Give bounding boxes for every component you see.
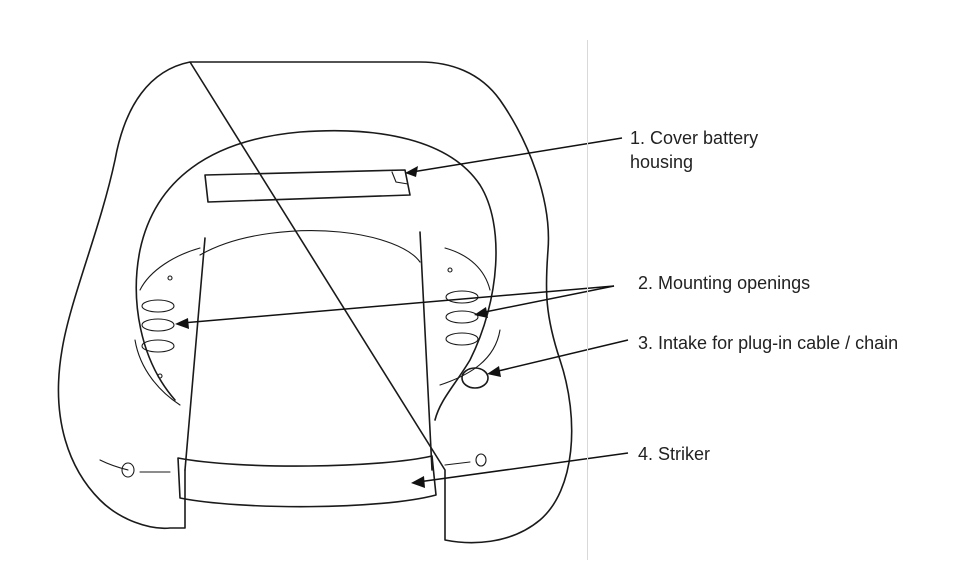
- mount-opening-left-1: [141, 299, 175, 313]
- mount-opening-right-3: [445, 332, 479, 346]
- striker-bar: [177, 455, 437, 508]
- callout-4-label: 4. Striker: [638, 442, 710, 466]
- callout-text: Intake for plug-in cable / chain: [658, 333, 899, 353]
- left-pillar: [184, 237, 206, 471]
- mount-opening-left-2: [141, 318, 175, 332]
- lock-outer-body: [57, 61, 573, 544]
- callout-3-label: 3. Intake for plug-in cable / chain: [638, 331, 898, 355]
- right-pillar: [419, 231, 433, 471]
- callout-1-label: 1. Cover battery housing: [630, 126, 758, 174]
- callout-text-line-2: housing: [630, 152, 694, 172]
- leader-line-3: [493, 339, 629, 373]
- callout-text: Striker: [658, 444, 711, 464]
- battery-cover-clip: [391, 171, 409, 185]
- callout-number: 1.: [630, 128, 646, 148]
- callout-text: Cover battery: [650, 128, 759, 148]
- callout-2-label: 2. Mounting openings: [638, 271, 810, 295]
- battery-cover: [204, 169, 411, 203]
- lock-inner-arch: [199, 230, 421, 263]
- lock-inner-ring: [135, 129, 497, 421]
- vertical-divider: [587, 40, 588, 560]
- mount-opening-left-3: [141, 339, 175, 353]
- leader-line-4: [417, 452, 629, 483]
- cable-intake: [461, 367, 489, 389]
- callout-text: Mounting openings: [658, 273, 811, 293]
- left-screw: [121, 462, 135, 478]
- callout-number: 4.: [638, 444, 654, 464]
- callout-number: 2.: [638, 273, 654, 293]
- mount-opening-right-1: [445, 290, 479, 304]
- leader-line-2a: [181, 285, 615, 324]
- right-side-panel: [439, 247, 501, 386]
- leader-line-1: [411, 137, 623, 173]
- callout-number: 3.: [638, 333, 654, 353]
- mount-opening-right-2: [445, 310, 479, 324]
- right-screw: [475, 453, 487, 467]
- left-side-panel: [134, 247, 201, 406]
- leader-line-2b: [479, 285, 615, 314]
